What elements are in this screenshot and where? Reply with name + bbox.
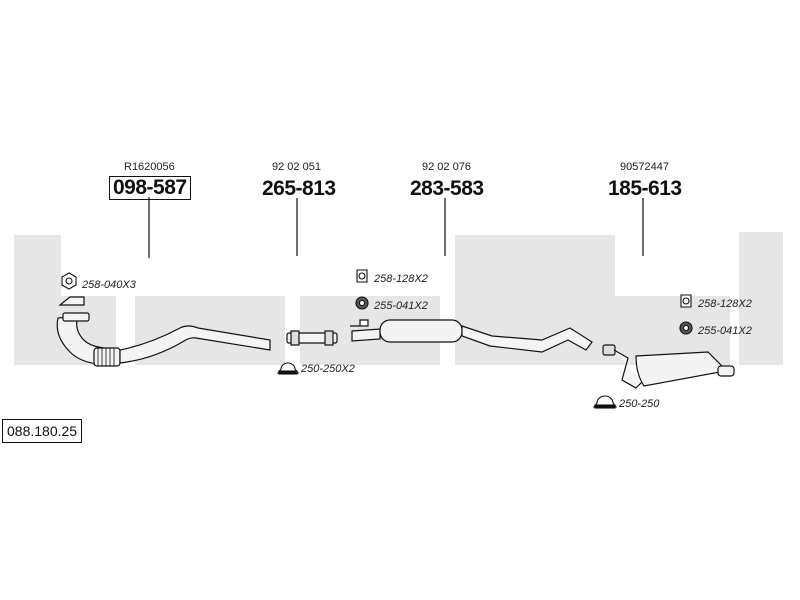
oe-number-3: 92 02 076	[422, 161, 471, 173]
rubber-mount-icon	[355, 296, 369, 310]
clamp-icon	[592, 395, 618, 409]
centre-muffler	[350, 319, 593, 353]
gasket-icon	[356, 269, 368, 283]
rubber-mount-icon	[679, 321, 693, 335]
accessory-code-mount-1: 255-041X2	[374, 300, 428, 312]
catalytic-converter	[56, 296, 271, 367]
part-number-2[interactable]: 265-813	[262, 177, 336, 200]
intermediate-pipe	[286, 330, 338, 346]
gasket-icon	[680, 294, 692, 308]
nut-icon	[61, 272, 77, 290]
accessory-code-clamp-1: 250-250X2	[301, 363, 355, 375]
part-number-4[interactable]: 185-613	[608, 177, 682, 200]
oe-number-1: R1620056	[124, 161, 175, 173]
diagram-reference-number: 088.180.25	[2, 419, 83, 443]
rear-muffler	[602, 344, 735, 389]
clamp-icon	[276, 362, 300, 375]
part-number-3[interactable]: 283-583	[410, 177, 484, 200]
oe-number-4: 90572447	[620, 161, 669, 173]
accessory-code-clamp-2: 250-250	[619, 398, 660, 410]
accessory-code-mount-2: 255-041X2	[698, 325, 752, 337]
accessory-code-nut: 258-040X3	[82, 279, 136, 291]
oe-number-2: 92 02 051	[272, 161, 321, 173]
accessory-code-gasket-1: 258-128X2	[374, 273, 428, 285]
accessory-code-gasket-2: 258-128X2	[698, 298, 752, 310]
part-number-1[interactable]: 098-587	[109, 176, 191, 200]
